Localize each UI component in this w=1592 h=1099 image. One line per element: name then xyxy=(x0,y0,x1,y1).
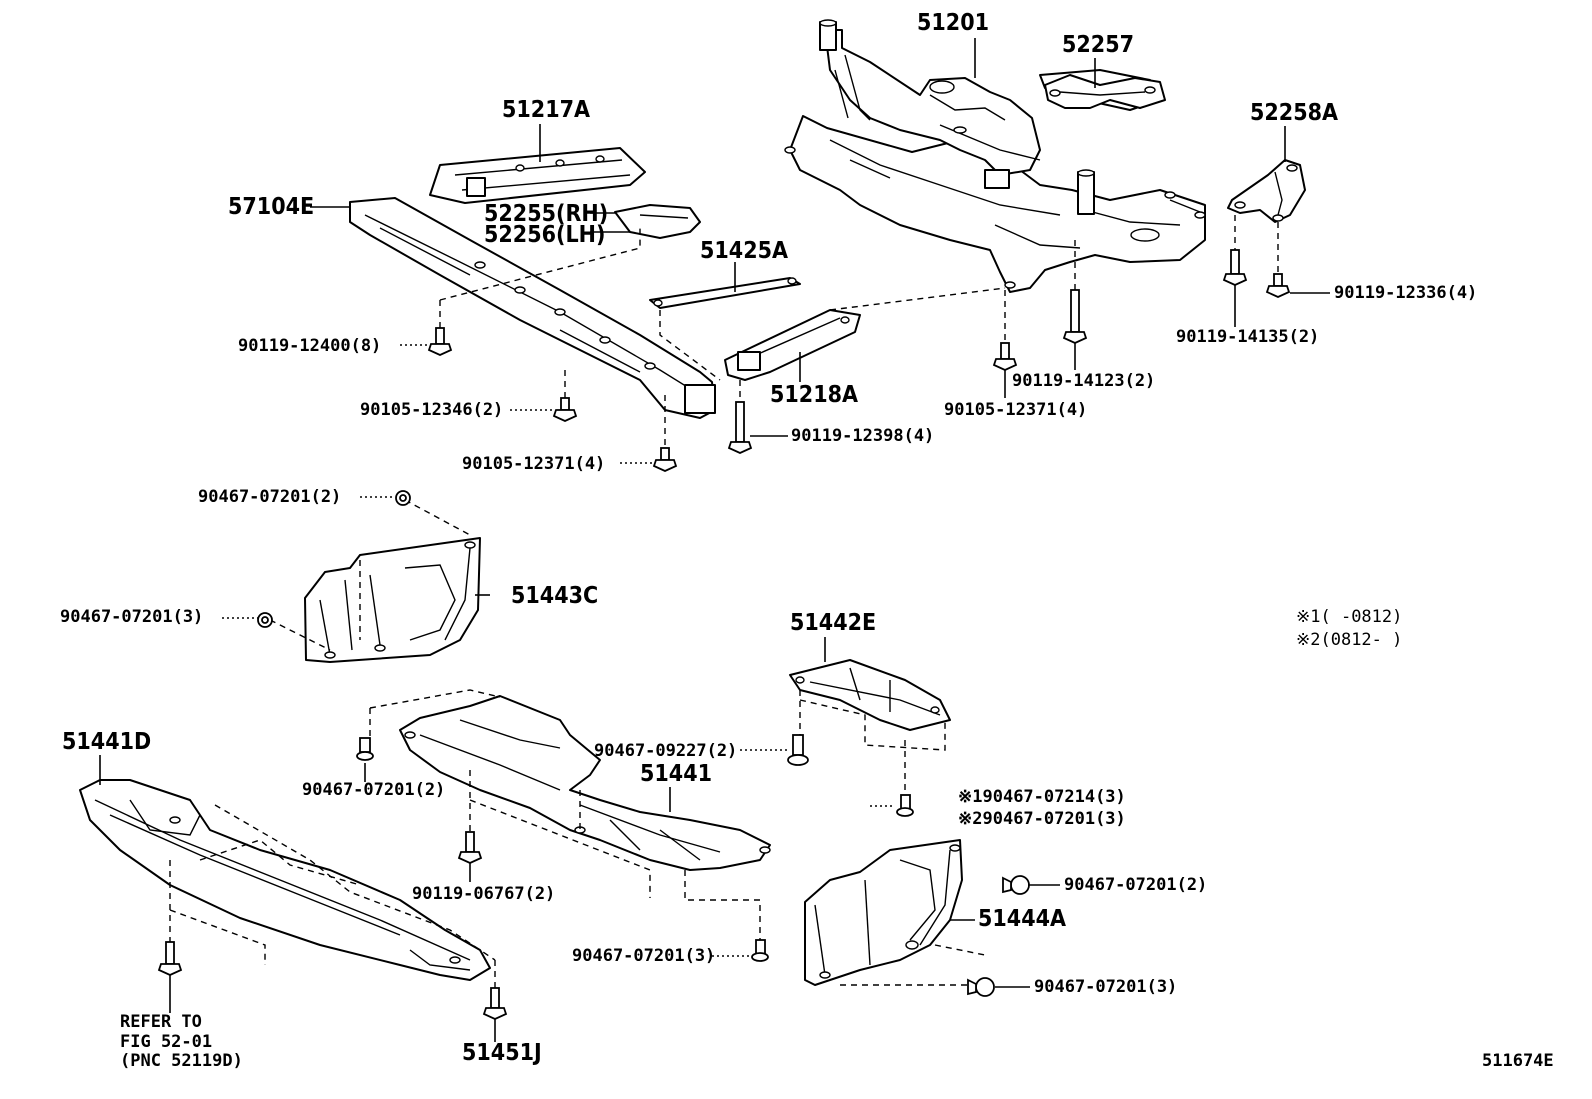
note-2-text: (0812- ) xyxy=(1320,630,1403,650)
bolt-icon xyxy=(1265,273,1291,298)
part-label-52255-rh: 52255(RH) xyxy=(484,201,609,227)
part-label-51217A: 51217A xyxy=(502,97,591,123)
bolt-icon xyxy=(652,447,678,472)
bolt-icon xyxy=(482,987,508,1020)
cover-51443C xyxy=(304,537,481,663)
bolt-icon xyxy=(992,342,1018,371)
clip-icon xyxy=(395,490,411,506)
cover-51441 xyxy=(399,695,771,871)
crossmember-51201 xyxy=(784,19,1206,293)
part-label-51201: 51201 xyxy=(917,10,989,36)
part-label-51441: 51441 xyxy=(640,761,712,787)
reference-line-2: FIG 52-01 xyxy=(120,1031,213,1052)
member-51218A xyxy=(724,309,861,381)
fastener-label-90467-07214-text: 90467-07214(3) xyxy=(982,787,1126,807)
fastener-label-90467-07201-d-text: 90467-07201(3) xyxy=(982,809,1126,829)
fastener-label-90105-12371-b: 90105-12371(4) xyxy=(462,454,606,474)
reference-line-1: REFER TO xyxy=(120,1012,202,1032)
part-label-51425A: 51425A xyxy=(700,238,789,264)
part-label-57104E: 57104E xyxy=(228,194,315,220)
brace-52257 xyxy=(1044,74,1166,109)
part-label-51442E: 51442E xyxy=(790,610,877,636)
fastener-label-90119-14123: 90119-14123(2) xyxy=(1012,371,1156,391)
part-label-51443C: 51443C xyxy=(511,583,599,609)
alt-mark-2: ※2 xyxy=(958,809,983,829)
note-2: ※2(0812- ) xyxy=(1296,632,1402,649)
fastener-label-90467-07201-b: 90467-07201(3) xyxy=(60,607,204,627)
part-label-52258A: 52258A xyxy=(1250,100,1339,126)
part-label-51444A: 51444A xyxy=(978,906,1067,932)
clip-icon xyxy=(257,612,273,628)
fastener-label-90119-12400: 90119-12400(8) xyxy=(238,336,382,356)
bracket-52255 xyxy=(614,204,701,239)
part-label-51218A: 51218A xyxy=(770,382,859,408)
fastener-label-90467-07201-g: 90467-07201(3) xyxy=(1034,977,1178,997)
fastener-label-90467-07214: ※190467-07214(3) xyxy=(958,789,1126,806)
fastener-label-90467-07201-f: 90467-07201(3) xyxy=(572,946,716,966)
cover-51442E xyxy=(789,659,951,731)
note-2-mark: ※2 xyxy=(1296,630,1321,650)
cover-51444A xyxy=(804,839,963,986)
fastener-label-90467-07201-d: ※290467-07201(3) xyxy=(958,811,1126,828)
clip-icon xyxy=(967,977,995,997)
note-1-text: ( -0812) xyxy=(1320,607,1403,627)
clip-icon xyxy=(896,794,914,817)
member-51217A xyxy=(429,147,646,204)
reference-line-3: (PNC 52119D) xyxy=(120,1051,243,1072)
bolt-icon xyxy=(427,327,453,356)
note-1-mark: ※1 xyxy=(1296,607,1321,627)
fastener-label-90119-06767: 90119-06767(2) xyxy=(412,884,556,904)
cover-51441D xyxy=(79,779,491,981)
bolt-icon xyxy=(1222,249,1248,286)
clip-icon xyxy=(751,939,769,962)
fastener-label-90467-07201-c: 90467-07201(2) xyxy=(302,780,446,800)
reference-note: REFER TO FIG 52-01 (PNC 52119D) xyxy=(120,1012,243,1072)
fastener-label-90119-12398: 90119-12398(4) xyxy=(791,426,935,446)
assembly-lines xyxy=(169,215,1279,990)
fastener-label-90467-07201-a: 90467-07201(2) xyxy=(198,487,342,507)
clip-icon xyxy=(356,737,374,761)
clip-icon xyxy=(787,734,809,766)
fastener-label-90105-12346: 90105-12346(2) xyxy=(360,400,504,420)
figure-id: 511674E xyxy=(1482,1051,1554,1071)
bolt-icon xyxy=(727,401,753,454)
part-label-51451J: 51451J xyxy=(462,1040,542,1066)
brace-52258A xyxy=(1227,159,1306,223)
bolt-icon xyxy=(457,831,483,864)
part-label-52257: 52257 xyxy=(1062,32,1134,58)
note-1: ※1( -0812) xyxy=(1296,609,1402,626)
fastener-label-90119-12336: 90119-12336(4) xyxy=(1334,283,1478,303)
fastener-label-90119-14135: 90119-14135(2) xyxy=(1176,327,1320,347)
leader-lines xyxy=(99,38,1330,1042)
beam-57104E xyxy=(349,197,716,419)
part-label-52256-lh: 52256(LH) xyxy=(484,222,606,248)
part-label-51441D: 51441D xyxy=(62,729,152,755)
bolt-icon xyxy=(1062,289,1088,344)
rod-51425A xyxy=(649,277,801,309)
fastener-label-90467-07201-e: 90467-07201(2) xyxy=(1064,875,1208,895)
fasteners-art xyxy=(157,249,1291,1020)
bolt-icon xyxy=(552,397,578,422)
clip-icon xyxy=(1002,875,1030,895)
alt-mark-1: ※1 xyxy=(958,787,983,807)
fastener-label-90467-09227: 90467-09227(2) xyxy=(594,741,738,761)
bolt-icon xyxy=(157,941,183,976)
fastener-label-90105-12371-a: 90105-12371(4) xyxy=(944,400,1088,420)
